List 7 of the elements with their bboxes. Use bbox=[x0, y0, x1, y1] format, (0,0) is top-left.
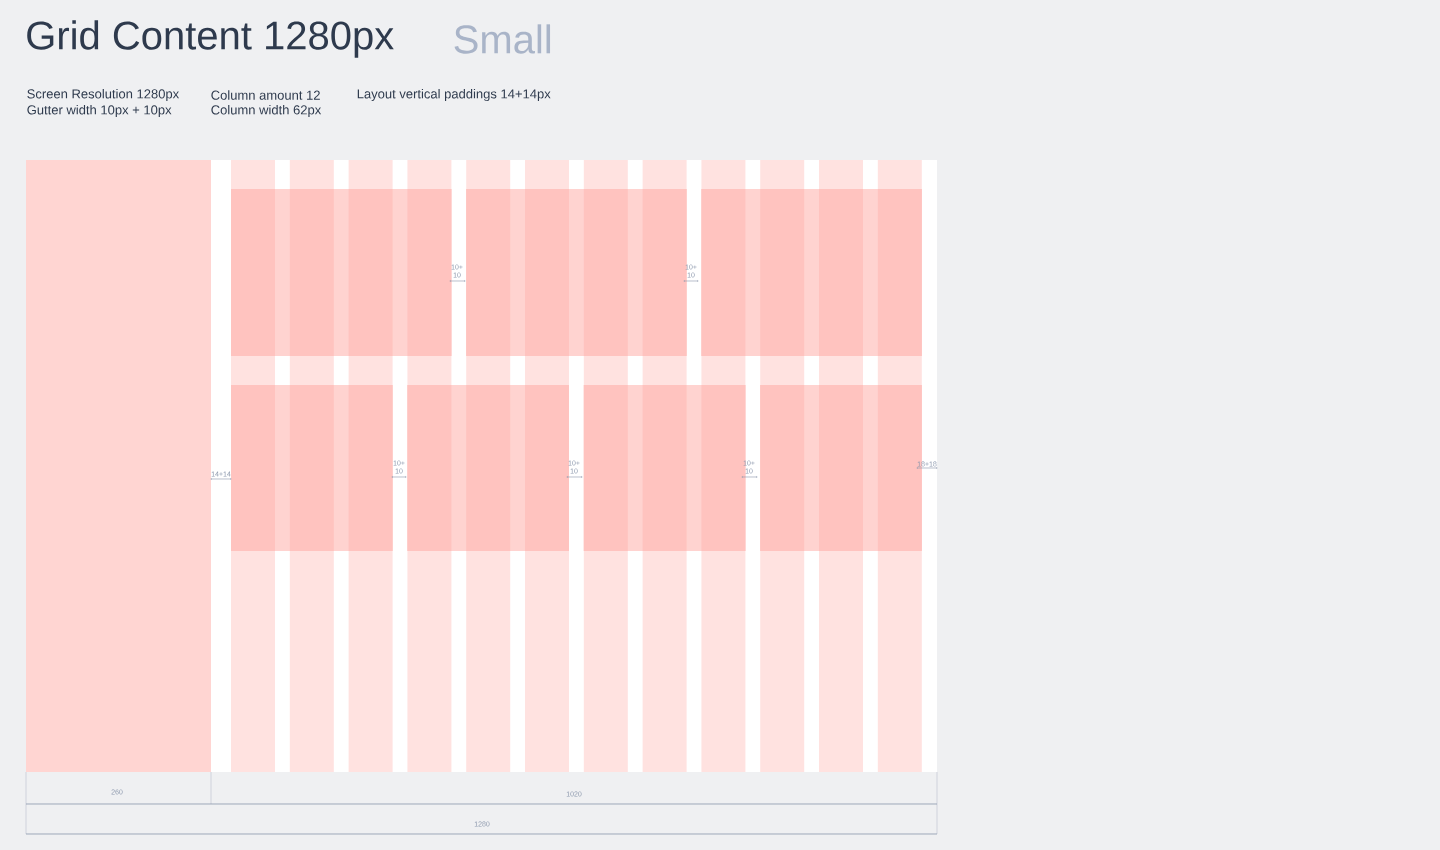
spec-text: Gutter width 10px + 10px bbox=[27, 104, 172, 118]
spec-text: Layout vertical paddings 14+14px bbox=[357, 88, 551, 102]
spec-text: Screen Resolution 1280px bbox=[27, 88, 180, 102]
subtitle: Small bbox=[454, 24, 551, 54]
spec-text: Column width 62px bbox=[211, 104, 322, 118]
title: Grid Content 1280px bbox=[27, 20, 394, 58]
spec-text: Column amount 12 bbox=[211, 90, 320, 100]
